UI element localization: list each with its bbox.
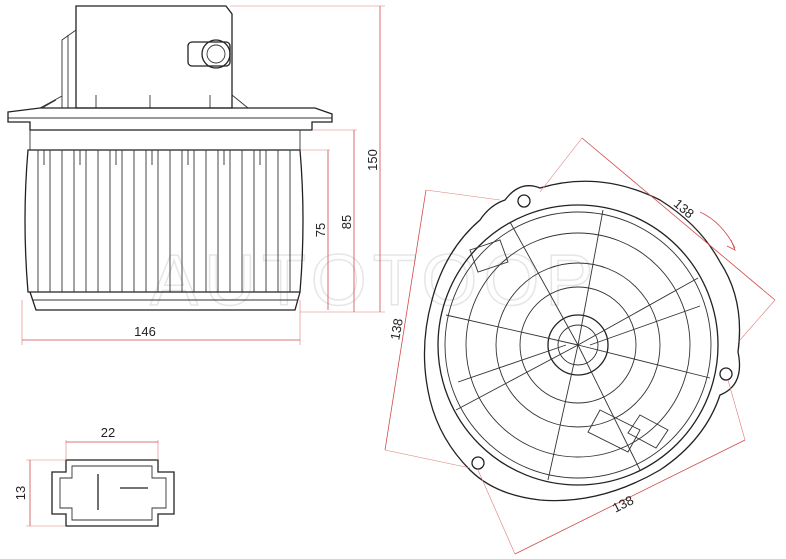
rotation-arrow (699, 211, 736, 249)
side-view (7, 5, 333, 311)
dim-line-138-bottom (514, 439, 746, 555)
front-flange-outline (423, 180, 741, 502)
hub-ring (547, 314, 609, 376)
dim-label-138-top: 138 (671, 196, 697, 221)
housing-rib-left (61, 29, 77, 108)
connector-inner (59, 465, 167, 521)
front-view (423, 180, 741, 502)
dim-label-150: 150 (365, 149, 380, 171)
dim-label-22: 22 (101, 425, 115, 440)
mount-hole-bottom (471, 456, 485, 470)
ring-3 (495, 262, 661, 428)
dim-label-85: 85 (339, 215, 354, 229)
side-dimensions: 75 85 150 146 (21, 5, 385, 345)
ring-2 (465, 232, 691, 458)
dim-label-13: 13 (13, 486, 28, 500)
mount-hole-right (719, 367, 733, 381)
nozzle-opening (201, 39, 231, 69)
mount-hole-top (517, 194, 531, 208)
outer-ring (437, 204, 719, 486)
outer-ring-inner (444, 211, 712, 479)
housing-brace (39, 95, 63, 109)
rotation-arrow-head (726, 239, 736, 251)
motor-nozzle (187, 41, 231, 67)
front-dimensions: 138 138 138 (384, 137, 776, 555)
dim-label-75: 75 (313, 223, 328, 237)
connector-body (51, 459, 175, 527)
watermark-text: AUTOTOOP (150, 241, 599, 321)
motor-housing (75, 5, 233, 109)
fan-blades (37, 150, 291, 292)
mounting-flange (7, 107, 333, 131)
panel-block-2 (627, 414, 669, 449)
panel-block-3 (469, 239, 509, 273)
ring-4 (519, 286, 637, 404)
dim-label-138-left: 138 (387, 317, 406, 341)
housing-rib-right (231, 94, 249, 109)
dim-label-146: 146 (134, 324, 156, 339)
connector-view: 22 13 (13, 425, 175, 527)
nozzle-inner (206, 44, 226, 64)
fan-bottom-ring (29, 291, 301, 311)
panel-block (587, 409, 641, 453)
hub-inner (557, 324, 599, 366)
dim-line-138-left (384, 189, 427, 451)
dim-line-138-top (581, 137, 776, 301)
